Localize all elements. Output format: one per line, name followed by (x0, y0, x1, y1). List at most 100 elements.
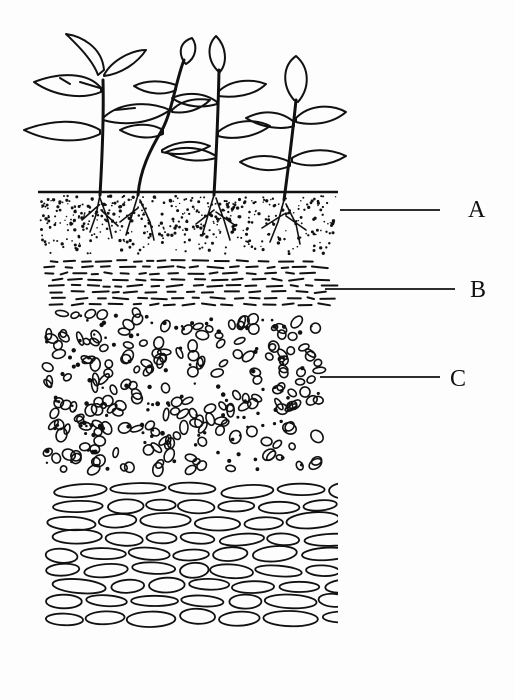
gravel-dot (142, 431, 145, 434)
topsoil-dot (240, 237, 242, 239)
pebble (70, 311, 80, 320)
topsoil-dot (41, 234, 43, 236)
topsoil-dot (130, 199, 132, 201)
pebble (228, 429, 243, 445)
topsoil-dot (245, 196, 247, 198)
gravel-dot (282, 325, 286, 329)
subsoil-dash (51, 261, 58, 262)
pebble (59, 465, 68, 474)
flat-stone (86, 594, 127, 607)
subsoil-dash (167, 285, 183, 287)
topsoil-dot (251, 200, 253, 202)
flat-stone (54, 482, 107, 499)
pebble (204, 412, 216, 427)
pebble (308, 428, 325, 445)
pebble (159, 319, 172, 334)
pebble (272, 439, 283, 450)
pebble (184, 453, 197, 463)
flat-stone (279, 582, 319, 592)
topsoil-dot (81, 225, 84, 228)
topsoil-dot (46, 204, 49, 207)
subsoil-dash (93, 291, 109, 292)
topsoil-dot (198, 211, 200, 213)
subsoil-dash (300, 273, 315, 274)
topsoil-dot (243, 245, 245, 247)
topsoil-dot (216, 201, 218, 203)
flat-stone (229, 594, 261, 608)
subsoil-dash (291, 285, 298, 286)
subsoil-dash (88, 285, 99, 286)
pebble (139, 339, 148, 347)
topsoil-dot (194, 208, 196, 210)
topsoil-dot (83, 214, 85, 216)
gravel-dot (182, 327, 185, 330)
topsoil-dot (143, 231, 146, 234)
topsoil-dot (127, 232, 130, 235)
topsoil-dot (40, 219, 42, 221)
topsoil-dot (161, 234, 164, 237)
topsoil-dot (112, 202, 114, 204)
topsoil-dot (74, 244, 77, 247)
subsoil-dash (177, 267, 184, 268)
topsoil-dot (175, 249, 177, 251)
flat-stone (46, 595, 82, 609)
flat-stone (179, 562, 209, 579)
topsoil-dot (50, 200, 51, 201)
gravel-dot (84, 432, 87, 435)
topsoil-dot (47, 207, 49, 209)
flat-stone (219, 611, 260, 627)
topsoil-dot (300, 236, 302, 238)
gravel-dot (145, 315, 149, 319)
flat-stone (140, 513, 191, 528)
topsoil-dot (44, 243, 47, 246)
topsoil-dot (138, 214, 141, 217)
subsoil-dash (265, 273, 276, 274)
topsoil-dot (73, 219, 76, 222)
topsoil-dot (147, 237, 149, 239)
topsoil-dot (175, 206, 177, 208)
topsoil-dot (162, 226, 164, 228)
gravel-dot (143, 441, 146, 444)
pebble (288, 442, 297, 451)
topsoil-dot (251, 221, 254, 224)
subsoil-dash (66, 267, 73, 268)
gravel-dot (172, 459, 176, 463)
topsoil-dot (267, 234, 269, 236)
topsoil-dot (56, 205, 59, 208)
topsoil-dot (262, 196, 264, 198)
flat-stone (259, 502, 300, 514)
topsoil-dot (182, 213, 184, 215)
topsoil-dot (145, 207, 147, 209)
subsoil-dash (308, 297, 315, 299)
topsoil-dot (142, 213, 144, 215)
topsoil-dot (209, 229, 211, 231)
gravel-dot (254, 458, 258, 462)
gravel-dot (80, 424, 83, 427)
topsoil-dot (307, 234, 309, 236)
flat-stone (219, 532, 264, 547)
gravel-dot (298, 330, 303, 335)
flat-stone (218, 500, 254, 512)
pebble (75, 331, 85, 346)
gravel-dot (231, 438, 235, 442)
horizon-a-topsoil (40, 195, 337, 256)
flat-stone (128, 546, 170, 561)
pebble (150, 441, 163, 454)
topsoil-dot (83, 222, 86, 225)
flat-stone (52, 577, 106, 595)
subsoil-dash (202, 304, 215, 306)
topsoil-dot (231, 225, 234, 228)
topsoil-dot (228, 218, 231, 221)
topsoil-dot (174, 232, 177, 235)
topsoil-dot (117, 200, 119, 202)
gravel-dot (216, 451, 220, 455)
topsoil-dot (217, 220, 219, 222)
subsoil-dash (190, 266, 198, 267)
gravel-dot (56, 424, 59, 427)
subsoil-dash (72, 304, 83, 306)
topsoil-dot (200, 234, 202, 236)
topsoil-dot (124, 201, 126, 203)
topsoil-dot (139, 249, 142, 252)
subsoil-dash (68, 279, 82, 280)
pebble (214, 416, 228, 425)
